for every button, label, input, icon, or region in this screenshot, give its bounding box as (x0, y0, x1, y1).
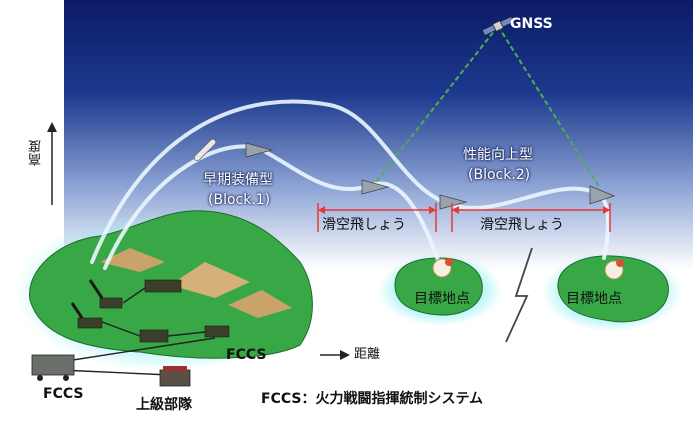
early-type-label: 早期装備型 (203, 173, 273, 187)
fccs-legend-text: FCCS：火力戦闘指揮統制システム (261, 392, 483, 406)
gnss-label: GNSS (510, 17, 553, 31)
altitude-axis-arrow (47, 122, 57, 205)
glide-label-1: 滑空飛しょう (322, 218, 406, 232)
higher-unit-label: 上級部隊 (136, 398, 192, 412)
target-label-2: 目標地点 (566, 292, 622, 306)
glide-label-2: 滑空飛しょう (480, 218, 564, 232)
target-label-1: 目標地点 (414, 292, 470, 306)
higher-unit-icon (160, 366, 190, 386)
fccs-vehicle-left (32, 355, 74, 381)
distance-axis-label: 距離 (354, 348, 380, 361)
early-block-label: (Block.1) (208, 193, 270, 207)
fccs-mid-label: FCCS (226, 348, 266, 362)
altitude-axis-label: 高度 (30, 140, 43, 166)
distance-axis-arrow (320, 350, 350, 360)
improved-type-label: 性能向上型 (463, 148, 533, 162)
improved-block-label: (Block.2) (468, 168, 530, 182)
fccs-left-label: FCCS (43, 387, 83, 401)
